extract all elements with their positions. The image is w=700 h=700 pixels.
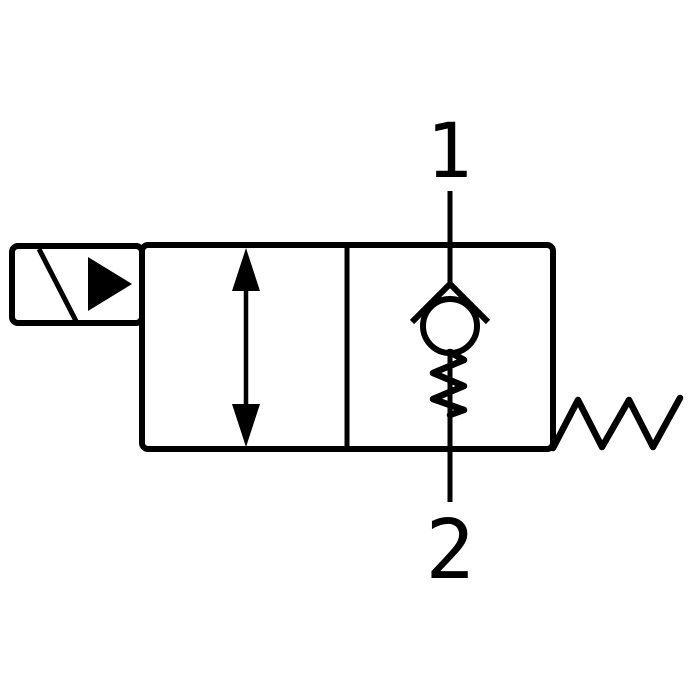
check-valve-spring-icon	[429, 348, 468, 419]
return-spring-icon	[549, 394, 684, 452]
flow-arrowhead-up-icon	[232, 248, 260, 291]
port2-label: 2	[425, 503, 474, 598]
check-valve-ball-icon	[420, 296, 480, 356]
solenoid-diagonal-line	[36, 247, 79, 323]
schematic-linework	[9, 191, 684, 502]
valve-body-envelope	[139, 242, 556, 452]
check-valve-seat-icon	[409, 279, 491, 325]
flow-arrowhead-down-icon	[232, 404, 260, 447]
schematic-filled-symbols	[88, 248, 260, 447]
port-labels: 1 2	[425, 106, 474, 598]
port1-label: 1	[426, 106, 472, 195]
solenoid-arrow-icon	[88, 257, 132, 311]
